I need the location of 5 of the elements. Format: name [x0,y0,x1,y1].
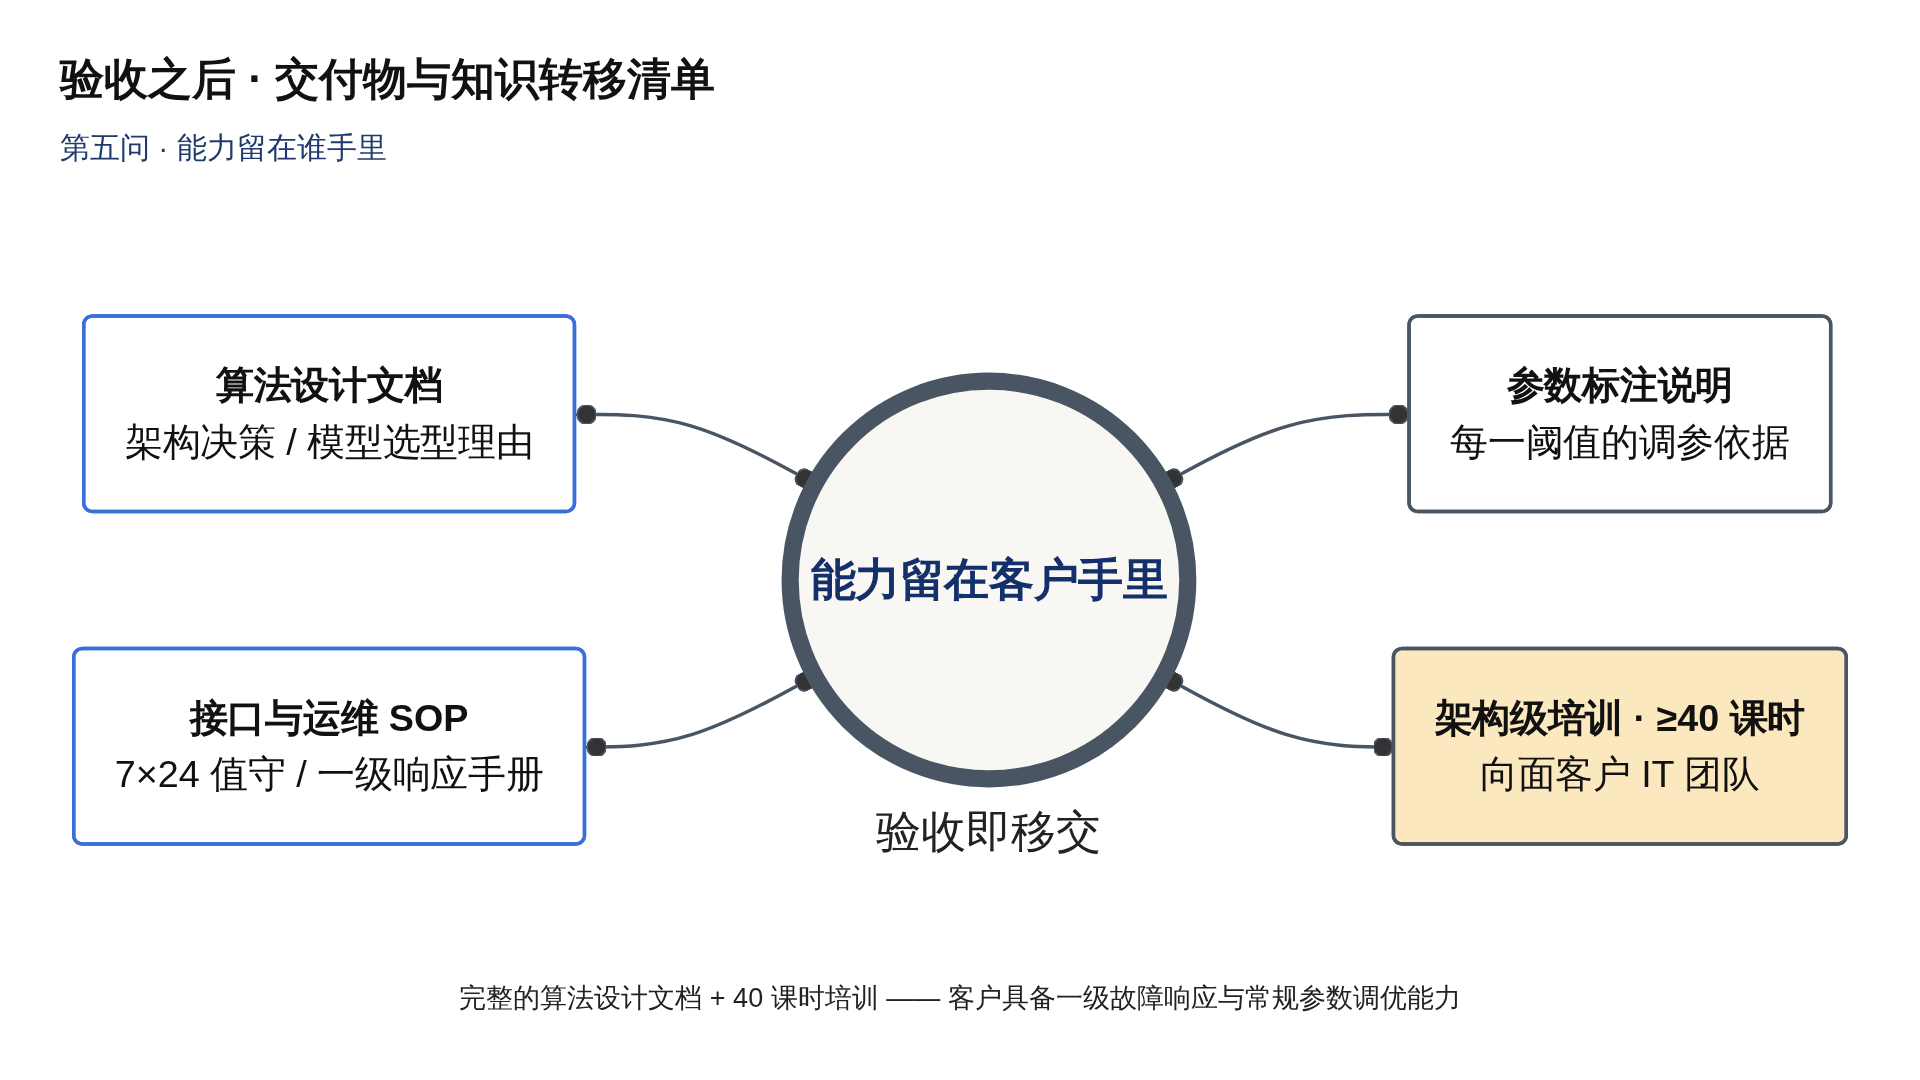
subtitle: 第五问 · 能力留在谁手里 [60,130,387,166]
diagram-caption: 完整的算法设计文档 + 40 课时培训 —— 客户具备一级故障响应与常规参数调优能力 [458,982,1462,1015]
node-circle: 能力留在客户手里 [781,372,1197,788]
diagram-title: 验收之后 · 交付物与知识转移清单 [60,53,716,105]
node-caption: 验收即移交 [876,807,1102,857]
